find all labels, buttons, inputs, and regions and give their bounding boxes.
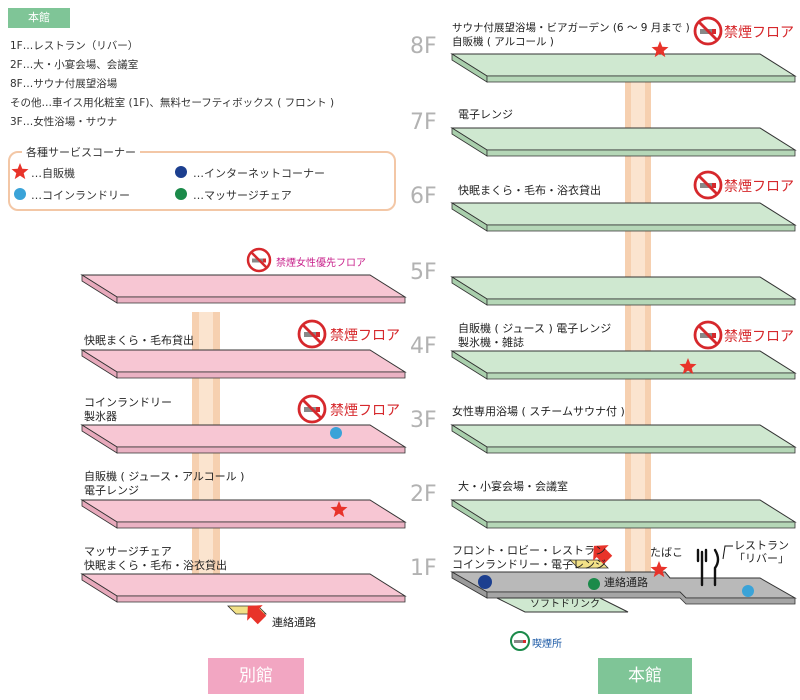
- annex-nosmoke-women-icon: [246, 247, 272, 273]
- annex-1f-label: マッサージチェア 快眠まくら・毛布・浴衣貸出: [84, 545, 227, 572]
- annex-floor-2: [80, 499, 407, 529]
- info-3f: 3F…女性浴場・サウナ: [10, 116, 118, 128]
- annex-3f-laundry-dot-icon: [330, 427, 342, 439]
- floor-number-8f: 8F: [410, 34, 437, 59]
- main-1f-massage-dot-icon: [588, 578, 600, 590]
- main-8f-nosmoke-label: 禁煙フロア: [724, 25, 794, 41]
- legend-massage-dot-icon: [175, 188, 187, 200]
- annex-3f-nosmoke-icon: [297, 394, 327, 424]
- main-8f-vending-star-icon: [651, 41, 669, 58]
- main-1f-laundry-dot-icon: [742, 585, 754, 597]
- floor-number-3f: 3F: [410, 408, 437, 433]
- info-1f: 1F…レストラン（リバー）: [10, 40, 139, 52]
- main-1f-internet-dot-icon: [478, 575, 492, 589]
- smoking-area-label: 喫煙所: [532, 639, 562, 650]
- legend-internet: …インターネットコーナー: [193, 167, 325, 180]
- main-4f-label: 自販機 ( ジュース ) 電子レンジ 製氷機・雑誌: [458, 322, 612, 349]
- legend-title: 各種サービスコーナー: [22, 144, 140, 160]
- legend-massage: …マッサージチェア: [193, 189, 292, 202]
- main-6f-label: 快眠まくら・毛布・浴衣貸出: [458, 184, 601, 197]
- annex-4f-label: 快眠まくら・毛布貸出: [84, 334, 194, 347]
- main-building-bottom-tag: 本館: [598, 658, 692, 694]
- soft-drink-platform: [496, 597, 629, 613]
- main-floor-4: [450, 350, 797, 380]
- main-building-tag: 本館: [8, 8, 70, 28]
- main-floor-7: [450, 127, 797, 157]
- floor-number-7f: 7F: [410, 110, 437, 135]
- annex-floor-4: [80, 349, 407, 379]
- main-7f-label: 電子レンジ: [458, 108, 513, 121]
- restaurant-pointer-line: [722, 545, 733, 560]
- main-passage-plate: [569, 559, 609, 569]
- floor-number-4f: 4F: [410, 334, 437, 359]
- restaurant-river-label: レストラン 「リバー」: [734, 539, 789, 565]
- main-8f-nosmoke-icon: [693, 16, 723, 46]
- annex-passage-label: 連絡通路: [272, 616, 316, 629]
- annex-4f-nosmoke-icon: [297, 319, 327, 349]
- annex-floor-5: [80, 274, 407, 304]
- main-4f-vending-star-icon: [679, 358, 697, 375]
- main-6f-nosmoke-icon: [693, 170, 723, 200]
- main-4f-nosmoke-icon: [693, 320, 723, 350]
- main-floor-3: [450, 424, 797, 454]
- legend-vending: …自販機: [31, 167, 75, 180]
- main-passage-label: 連絡通路: [604, 576, 648, 589]
- main-8f-label: サウナ付展望浴場・ビアガーデン (6 〜 9 月まで ) 自販機 ( アルコール…: [452, 22, 690, 48]
- info-2f: 2F…大・小宴会場、会議室: [10, 59, 139, 71]
- annex-3f-label: コインランドリー 製氷器: [84, 396, 172, 423]
- main-4f-nosmoke-label: 禁煙フロア: [724, 329, 794, 345]
- floor-number-2f: 2F: [410, 482, 437, 507]
- main-6f-nosmoke-label: 禁煙フロア: [724, 179, 794, 195]
- main-floor-5: [450, 276, 797, 306]
- annex-2f-vending-star-icon: [330, 501, 348, 518]
- main-floor-6: [450, 202, 797, 232]
- legend-box: [8, 151, 396, 211]
- main-3f-label: 女性専用浴場 ( スチームサウナ付 ): [452, 405, 625, 418]
- floor-number-5f: 5F: [410, 260, 437, 285]
- tabako-label: たばこ: [650, 546, 683, 559]
- floor-number-1f: 1F: [410, 556, 437, 581]
- annex-passage-arrow: [247, 605, 267, 625]
- main-floor-2: [450, 499, 797, 529]
- annex-nosmoke-women-label: 禁煙女性優先フロア: [276, 258, 366, 269]
- annex-2f-label: 自販機 ( ジュース・アルコール ) 電子レンジ: [84, 470, 245, 497]
- smoking-area-icon: [510, 631, 530, 651]
- legend-laundry-dot-icon: [14, 188, 26, 200]
- info-8f: 8F…サウナ付展望浴場: [10, 78, 118, 90]
- legend-laundry: …コインランドリー: [31, 189, 130, 202]
- legend-internet-dot-icon: [175, 166, 187, 178]
- annex-building-tag: 別館: [208, 658, 304, 694]
- main-2f-label: 大・小宴会場・会議室: [458, 480, 568, 493]
- annex-floor-1: [80, 573, 407, 603]
- main-1f-label: フロント・ロビー・レストラン コインランドリー・電子レンジ: [452, 544, 606, 571]
- info-other: その他…車イス用化粧室 (1F)、無料セーフティボックス ( フロント ): [10, 97, 335, 109]
- main-floor-1: [450, 571, 797, 605]
- legend-star-icon: [11, 163, 29, 180]
- annex-floor-3: [80, 424, 407, 454]
- main-passage-arrow: [593, 545, 613, 565]
- main-1f-vending-star-icon: [650, 561, 668, 578]
- soft-drink-label: ソフトドリンク: [530, 599, 600, 610]
- floor-number-6f: 6F: [410, 184, 437, 209]
- annex-4f-nosmoke-label: 禁煙フロア: [330, 328, 400, 344]
- main-floor-8: [450, 53, 797, 83]
- annex-3f-nosmoke-label: 禁煙フロア: [330, 403, 400, 419]
- restaurant-cutlery-icon: [696, 548, 720, 587]
